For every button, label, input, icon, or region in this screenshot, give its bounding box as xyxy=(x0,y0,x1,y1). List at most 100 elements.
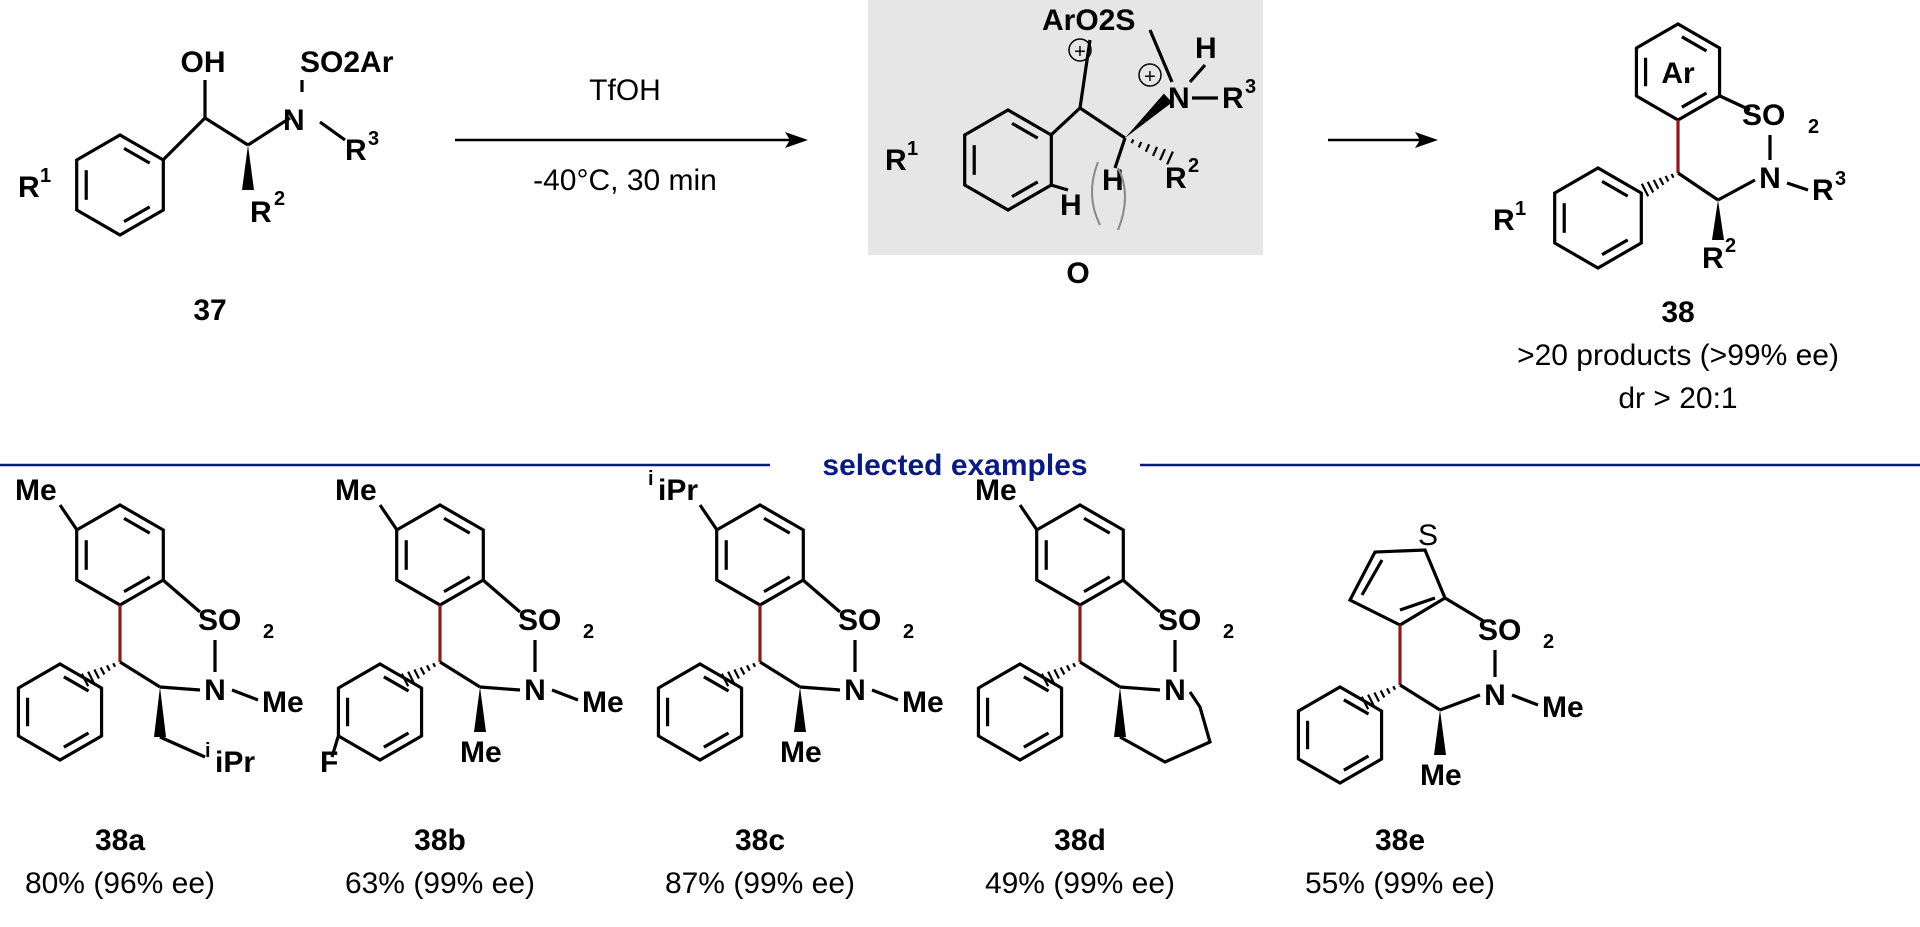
pyrrolidine-ring xyxy=(1119,691,1212,764)
wedge-bond xyxy=(474,687,486,732)
atom-label: Me xyxy=(460,736,502,769)
bond xyxy=(1511,693,1539,707)
cation-charge xyxy=(1138,63,1162,87)
aryl-label: Ar xyxy=(1661,57,1695,90)
atom-label: iPr xyxy=(658,474,698,507)
example-label: 38d xyxy=(1054,824,1106,857)
section-title: selected examples xyxy=(822,449,1087,482)
hash-bond xyxy=(727,671,735,683)
example-label: 38c xyxy=(735,824,785,857)
hash-bond xyxy=(425,664,431,672)
superscript: 3 xyxy=(1245,76,1256,98)
bond xyxy=(1148,29,1174,83)
hash-bond xyxy=(1144,143,1151,153)
hash-bond xyxy=(1385,687,1391,695)
hash-bond xyxy=(1047,671,1055,683)
bond xyxy=(159,735,206,759)
atom-label: R xyxy=(885,144,907,177)
wedge-bond xyxy=(1125,93,1173,138)
bond xyxy=(1343,754,1370,772)
atom-label: N xyxy=(1168,82,1190,115)
benzene-ring xyxy=(336,662,424,762)
superscript: 1 xyxy=(907,138,918,160)
example-yield: 80% (96% ee) xyxy=(25,867,215,900)
hash-bond xyxy=(1373,692,1380,702)
bond xyxy=(161,116,207,162)
bond xyxy=(1113,137,1127,169)
nitrogen-label: N xyxy=(1164,674,1186,707)
bond xyxy=(1399,683,1441,712)
bond xyxy=(1677,171,1719,202)
bond xyxy=(759,660,801,689)
atom-label: R xyxy=(250,196,272,229)
example-label: 38e xyxy=(1375,824,1425,857)
bond xyxy=(1011,121,1039,140)
atom-label: Me xyxy=(335,474,377,507)
bond xyxy=(1681,91,1708,109)
hash-bond xyxy=(112,662,117,668)
bond xyxy=(1078,39,1092,109)
bond xyxy=(119,660,161,689)
atom-label: Me xyxy=(1420,759,1462,792)
atom-label: Me xyxy=(975,474,1017,507)
bond xyxy=(1786,181,1809,192)
benzene-ring xyxy=(1035,503,1125,607)
hash-bond xyxy=(1059,666,1066,676)
bond xyxy=(319,120,346,142)
atom-label: Me xyxy=(780,736,822,769)
bond xyxy=(247,116,291,147)
bond xyxy=(1083,516,1111,535)
superscript: 2 xyxy=(1543,631,1554,653)
bond xyxy=(63,731,90,749)
benzene-ring xyxy=(1296,685,1384,785)
bond xyxy=(1121,578,1162,614)
bond xyxy=(330,736,340,758)
bond xyxy=(799,685,841,692)
hydroxyl-label: OH xyxy=(181,46,226,79)
bond xyxy=(763,516,791,535)
atom-label: Me xyxy=(1542,691,1584,724)
superscript: 2 xyxy=(583,621,594,643)
bond xyxy=(703,675,730,693)
bond xyxy=(1601,238,1629,257)
bond xyxy=(1119,685,1161,692)
superscript: i xyxy=(205,740,211,762)
atom-label: R xyxy=(1165,162,1187,195)
superscript: 3 xyxy=(368,128,379,150)
benzene-ring xyxy=(976,662,1064,762)
atom-label: SO xyxy=(1742,99,1785,132)
hash-bond xyxy=(1367,694,1375,706)
bond xyxy=(1399,596,1436,612)
bond xyxy=(231,688,259,702)
bond xyxy=(123,516,151,535)
benzene-ring xyxy=(715,503,805,607)
atom-label: Me xyxy=(582,686,624,719)
bond xyxy=(443,575,471,594)
bond xyxy=(801,578,842,614)
atom-label: H xyxy=(1102,164,1124,197)
bond xyxy=(63,675,90,693)
bond xyxy=(383,731,410,749)
hash-bond xyxy=(1392,685,1397,691)
bond xyxy=(1050,183,1069,192)
sulfonyl-label: SO xyxy=(838,604,881,637)
superscript: i xyxy=(648,468,654,490)
reagent: TfOH xyxy=(589,74,661,107)
bond xyxy=(1083,575,1111,594)
atom-label: N xyxy=(283,104,305,137)
hash-bond xyxy=(1130,139,1135,144)
hash-bond xyxy=(419,666,426,676)
bond xyxy=(123,146,151,165)
example-label: 38b xyxy=(414,824,466,857)
sulfonyl-label: SO xyxy=(198,604,241,637)
hash-bond xyxy=(99,666,106,676)
example-label: 38a xyxy=(95,824,145,857)
atom-label: R xyxy=(345,134,367,167)
atom-label: H xyxy=(1060,189,1082,222)
